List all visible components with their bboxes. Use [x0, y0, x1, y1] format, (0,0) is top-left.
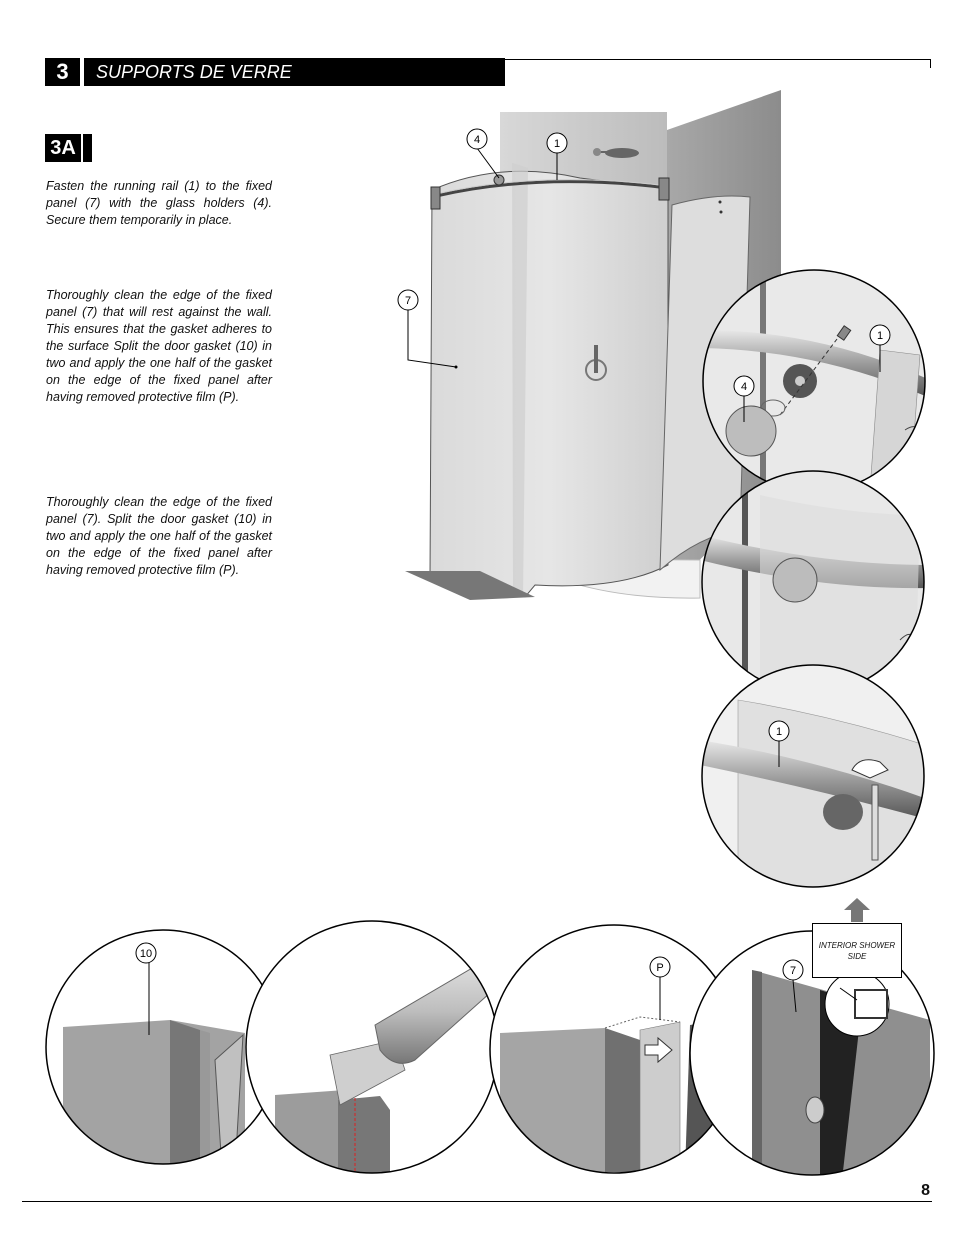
step-badge-tick [83, 134, 92, 162]
inset-detail-circle [824, 971, 890, 1037]
callout-main-holder-text: 4 [474, 134, 480, 146]
instruction-paragraph-2: Thoroughly clean the edge of the fixed p… [46, 288, 272, 404]
callout-bottom-panel-text: 7 [790, 965, 796, 977]
callout-zoom3-rail-text: 1 [776, 726, 782, 738]
header-rule [505, 59, 931, 60]
page-number: 8 [921, 1182, 930, 1199]
shower-head-icon [593, 148, 639, 158]
callout-main-panel [397, 289, 419, 311]
zoom-circle-rail-end [701, 664, 925, 888]
instruction-paragraph-3: Thoroughly clean the edge of the fixed p… [46, 495, 272, 577]
callout-bottom-panel [782, 959, 804, 981]
bottom-circle-gasket [45, 929, 281, 1165]
callout-zoom1-rail-text: 1 [877, 330, 883, 342]
footer-rule [22, 1201, 932, 1202]
callout-main-rail [546, 132, 568, 154]
section-number: 3 [45, 58, 80, 86]
callout-zoom1-holder [733, 375, 755, 397]
floor-plate [405, 571, 535, 600]
callout-bottom-film [649, 956, 671, 978]
callout-zoom1-holder-text: 4 [741, 381, 747, 393]
shower-valve-icon [585, 345, 607, 381]
callout-main-holder [466, 128, 488, 150]
running-rail [435, 179, 669, 198]
callout-bottom-film-text: P [656, 962, 663, 974]
interior-shower-side-label: INTERIOR SHOWER SIDE [812, 923, 902, 978]
callout-bottom-gasket [135, 942, 157, 964]
step-badge: 3A [45, 134, 81, 162]
section-title: SUPPORTS DE VERRE [84, 58, 505, 86]
rail-bracket-right [658, 177, 670, 201]
callout-main-rail-text: 1 [554, 138, 560, 150]
glass-holder-icon [493, 174, 505, 186]
callout-bottom-gasket-text: 10 [140, 948, 152, 960]
callout-main-panel-text: 7 [405, 295, 411, 307]
arrow-up-icon [844, 898, 870, 922]
interior-shower-side-text: INTERIOR SHOWER SIDE [818, 940, 896, 961]
callout-zoom1-rail [869, 324, 891, 346]
zoom-circle-holder-installed [701, 470, 925, 694]
fixed-glass-panel [429, 163, 669, 598]
header-rule-tick [930, 59, 931, 68]
callout-zoom3-rail [768, 720, 790, 742]
instruction-paragraph-1: Fasten the running rail (1) to the fixed… [46, 179, 272, 227]
rail-bracket-left [430, 186, 441, 210]
